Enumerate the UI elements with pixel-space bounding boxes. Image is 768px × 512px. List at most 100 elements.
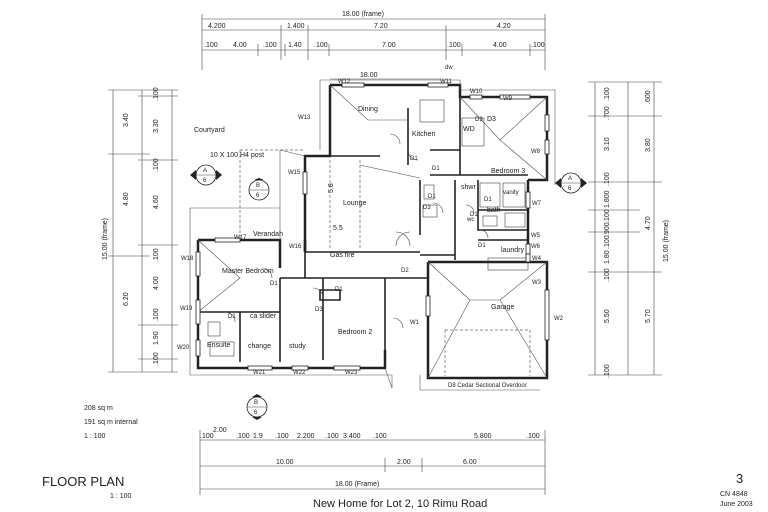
bottom-dim: 2.200 bbox=[297, 433, 315, 440]
top-dim: 1.400 bbox=[287, 23, 305, 30]
bottom-dim: 3.400 bbox=[343, 433, 361, 440]
window-label: W2 bbox=[554, 316, 564, 322]
right-frame-dim: 15.00 (frame) bbox=[663, 220, 670, 262]
right-dim: .700 bbox=[604, 106, 611, 120]
section-marker-a-right: A 6 bbox=[555, 172, 587, 194]
door-label: D3 bbox=[487, 116, 496, 123]
door-label: D1 bbox=[270, 281, 278, 287]
bottom-dim: .100 bbox=[526, 433, 540, 440]
window-label: W22 bbox=[293, 370, 306, 376]
top-dim: 4.00 bbox=[493, 42, 507, 49]
room-kitchen: Kitchen bbox=[412, 131, 435, 138]
svg-text:A: A bbox=[203, 168, 207, 174]
room-bath: bath bbox=[487, 207, 501, 214]
right-dim: 3.10 bbox=[604, 137, 611, 151]
right-dim: .900 bbox=[604, 222, 611, 236]
window-label: W20 bbox=[177, 345, 190, 351]
left-frame-dim: 15.00 (frame) bbox=[102, 218, 109, 260]
section-marker-a-left: A 6 bbox=[190, 164, 222, 186]
window-labels: W12 W11 W10 W9 W13 W8 W15 W7 W16 W17 W18… bbox=[177, 79, 564, 376]
room-laundry: laundry bbox=[501, 247, 524, 254]
left-dim: .100 bbox=[153, 87, 160, 101]
room-gas-fire: Gas fire bbox=[330, 252, 355, 259]
window-label: W11 bbox=[440, 79, 453, 85]
dw-label: dw bbox=[445, 65, 453, 71]
title-scale: 1 : 100 bbox=[110, 493, 132, 500]
right-dim: 3.80 bbox=[645, 138, 652, 152]
bottom-dim: .100 bbox=[325, 433, 339, 440]
area-notes: 208 sq m 191 sq m internal 1 : 100 bbox=[84, 405, 138, 440]
section-marker-b-bottom: B 6 bbox=[246, 394, 268, 420]
door-label: D1 bbox=[428, 194, 436, 200]
left-dim: 3.30 bbox=[153, 119, 160, 133]
right-dim: .100 bbox=[604, 172, 611, 186]
window-label: W17 bbox=[234, 235, 247, 241]
window-label: W3 bbox=[532, 280, 542, 286]
drawing-title: FLOOR PLAN bbox=[42, 474, 124, 489]
post-note: 10 X 100 H4 post bbox=[210, 152, 264, 159]
svg-text:6: 6 bbox=[568, 186, 572, 192]
bottom-dim: 10.00 bbox=[276, 459, 294, 466]
top-dim: 4.00 bbox=[233, 42, 247, 49]
left-dim: .100 bbox=[153, 352, 160, 366]
right-dim: 1.800 bbox=[604, 190, 611, 208]
left-dim: .100 bbox=[153, 158, 160, 172]
room-dining: Dining bbox=[358, 106, 378, 113]
room-ensuite: Ensuite bbox=[207, 342, 230, 349]
sheet-number: 3 bbox=[736, 471, 743, 486]
left-dim: 3.40 bbox=[123, 113, 130, 127]
right-dim: 5.70 bbox=[645, 309, 652, 323]
dashed-overhangs bbox=[239, 149, 531, 376]
windows bbox=[195, 82, 550, 371]
right-dim: 1.80 bbox=[604, 250, 611, 264]
bottom-dimensions: .100 2.00 .100 1.9 .100 2.200 .100 3.400… bbox=[199, 427, 546, 495]
door-label: D1 bbox=[228, 314, 236, 320]
building-walls bbox=[196, 83, 549, 380]
room-labels: Dining Kitchen WD D3 Bedroom 3 Lounge 5.… bbox=[194, 65, 527, 389]
left-dim: .100 bbox=[153, 248, 160, 262]
window-label: W5 bbox=[531, 233, 541, 239]
bottom-dim: 2.00 bbox=[397, 459, 411, 466]
door-label: D3 bbox=[423, 205, 431, 211]
bottom-dim: 2.00 bbox=[213, 427, 227, 434]
left-dim: 6.20 bbox=[123, 292, 130, 306]
door-label: D2 bbox=[401, 268, 409, 274]
room-ca-slider: ca slider bbox=[250, 313, 277, 320]
top-dim: 7.20 bbox=[374, 23, 388, 30]
room-change: change bbox=[248, 343, 271, 350]
door-label: D1 bbox=[470, 212, 478, 218]
room-vanity: vanity bbox=[503, 190, 519, 196]
door-label: D1 bbox=[335, 287, 343, 293]
lounge-dim: 5.5 bbox=[333, 225, 343, 232]
top-frame-dim: 18.00 (frame) bbox=[342, 11, 384, 18]
window-label: W15 bbox=[288, 170, 301, 176]
room-verandah: Verandah bbox=[253, 231, 283, 238]
door-label: D3 bbox=[315, 307, 323, 313]
job-number: CN 4848 bbox=[720, 491, 748, 498]
left-dim: 4.00 bbox=[153, 276, 160, 290]
window-label: W13 bbox=[298, 115, 311, 121]
top-dim: .100 bbox=[314, 42, 328, 49]
svg-text:6: 6 bbox=[254, 410, 258, 416]
internal-area: 191 sq m internal bbox=[84, 419, 138, 426]
svg-text:A: A bbox=[568, 176, 572, 182]
right-dim: 4.70 bbox=[645, 216, 652, 230]
right-dim: .100 bbox=[604, 87, 611, 101]
lounge-dim: 5.8 bbox=[328, 183, 335, 193]
project-title: New Home for Lot 2, 10 Rimu Road bbox=[313, 498, 487, 510]
right-dimensions: .100 .700 3.10 .100 1.800 .100 .900 .100… bbox=[588, 81, 670, 378]
drawing-date: June 2003 bbox=[720, 501, 753, 508]
top-dim: .100 bbox=[263, 42, 277, 49]
top-dim: 1.40 bbox=[288, 42, 302, 49]
right-dim: .100 bbox=[604, 268, 611, 282]
bottom-dim: 1.9 bbox=[253, 433, 263, 440]
room-lounge: Lounge bbox=[343, 200, 366, 207]
room-bedroom2: Bedroom 2 bbox=[338, 329, 372, 336]
right-dim: 5.50 bbox=[604, 309, 611, 323]
window-label: W1 bbox=[410, 320, 420, 326]
svg-text:B: B bbox=[254, 400, 258, 406]
door-label: D1 bbox=[484, 197, 492, 203]
right-dim: .100 bbox=[604, 235, 611, 249]
door-label: D1 bbox=[410, 156, 418, 162]
